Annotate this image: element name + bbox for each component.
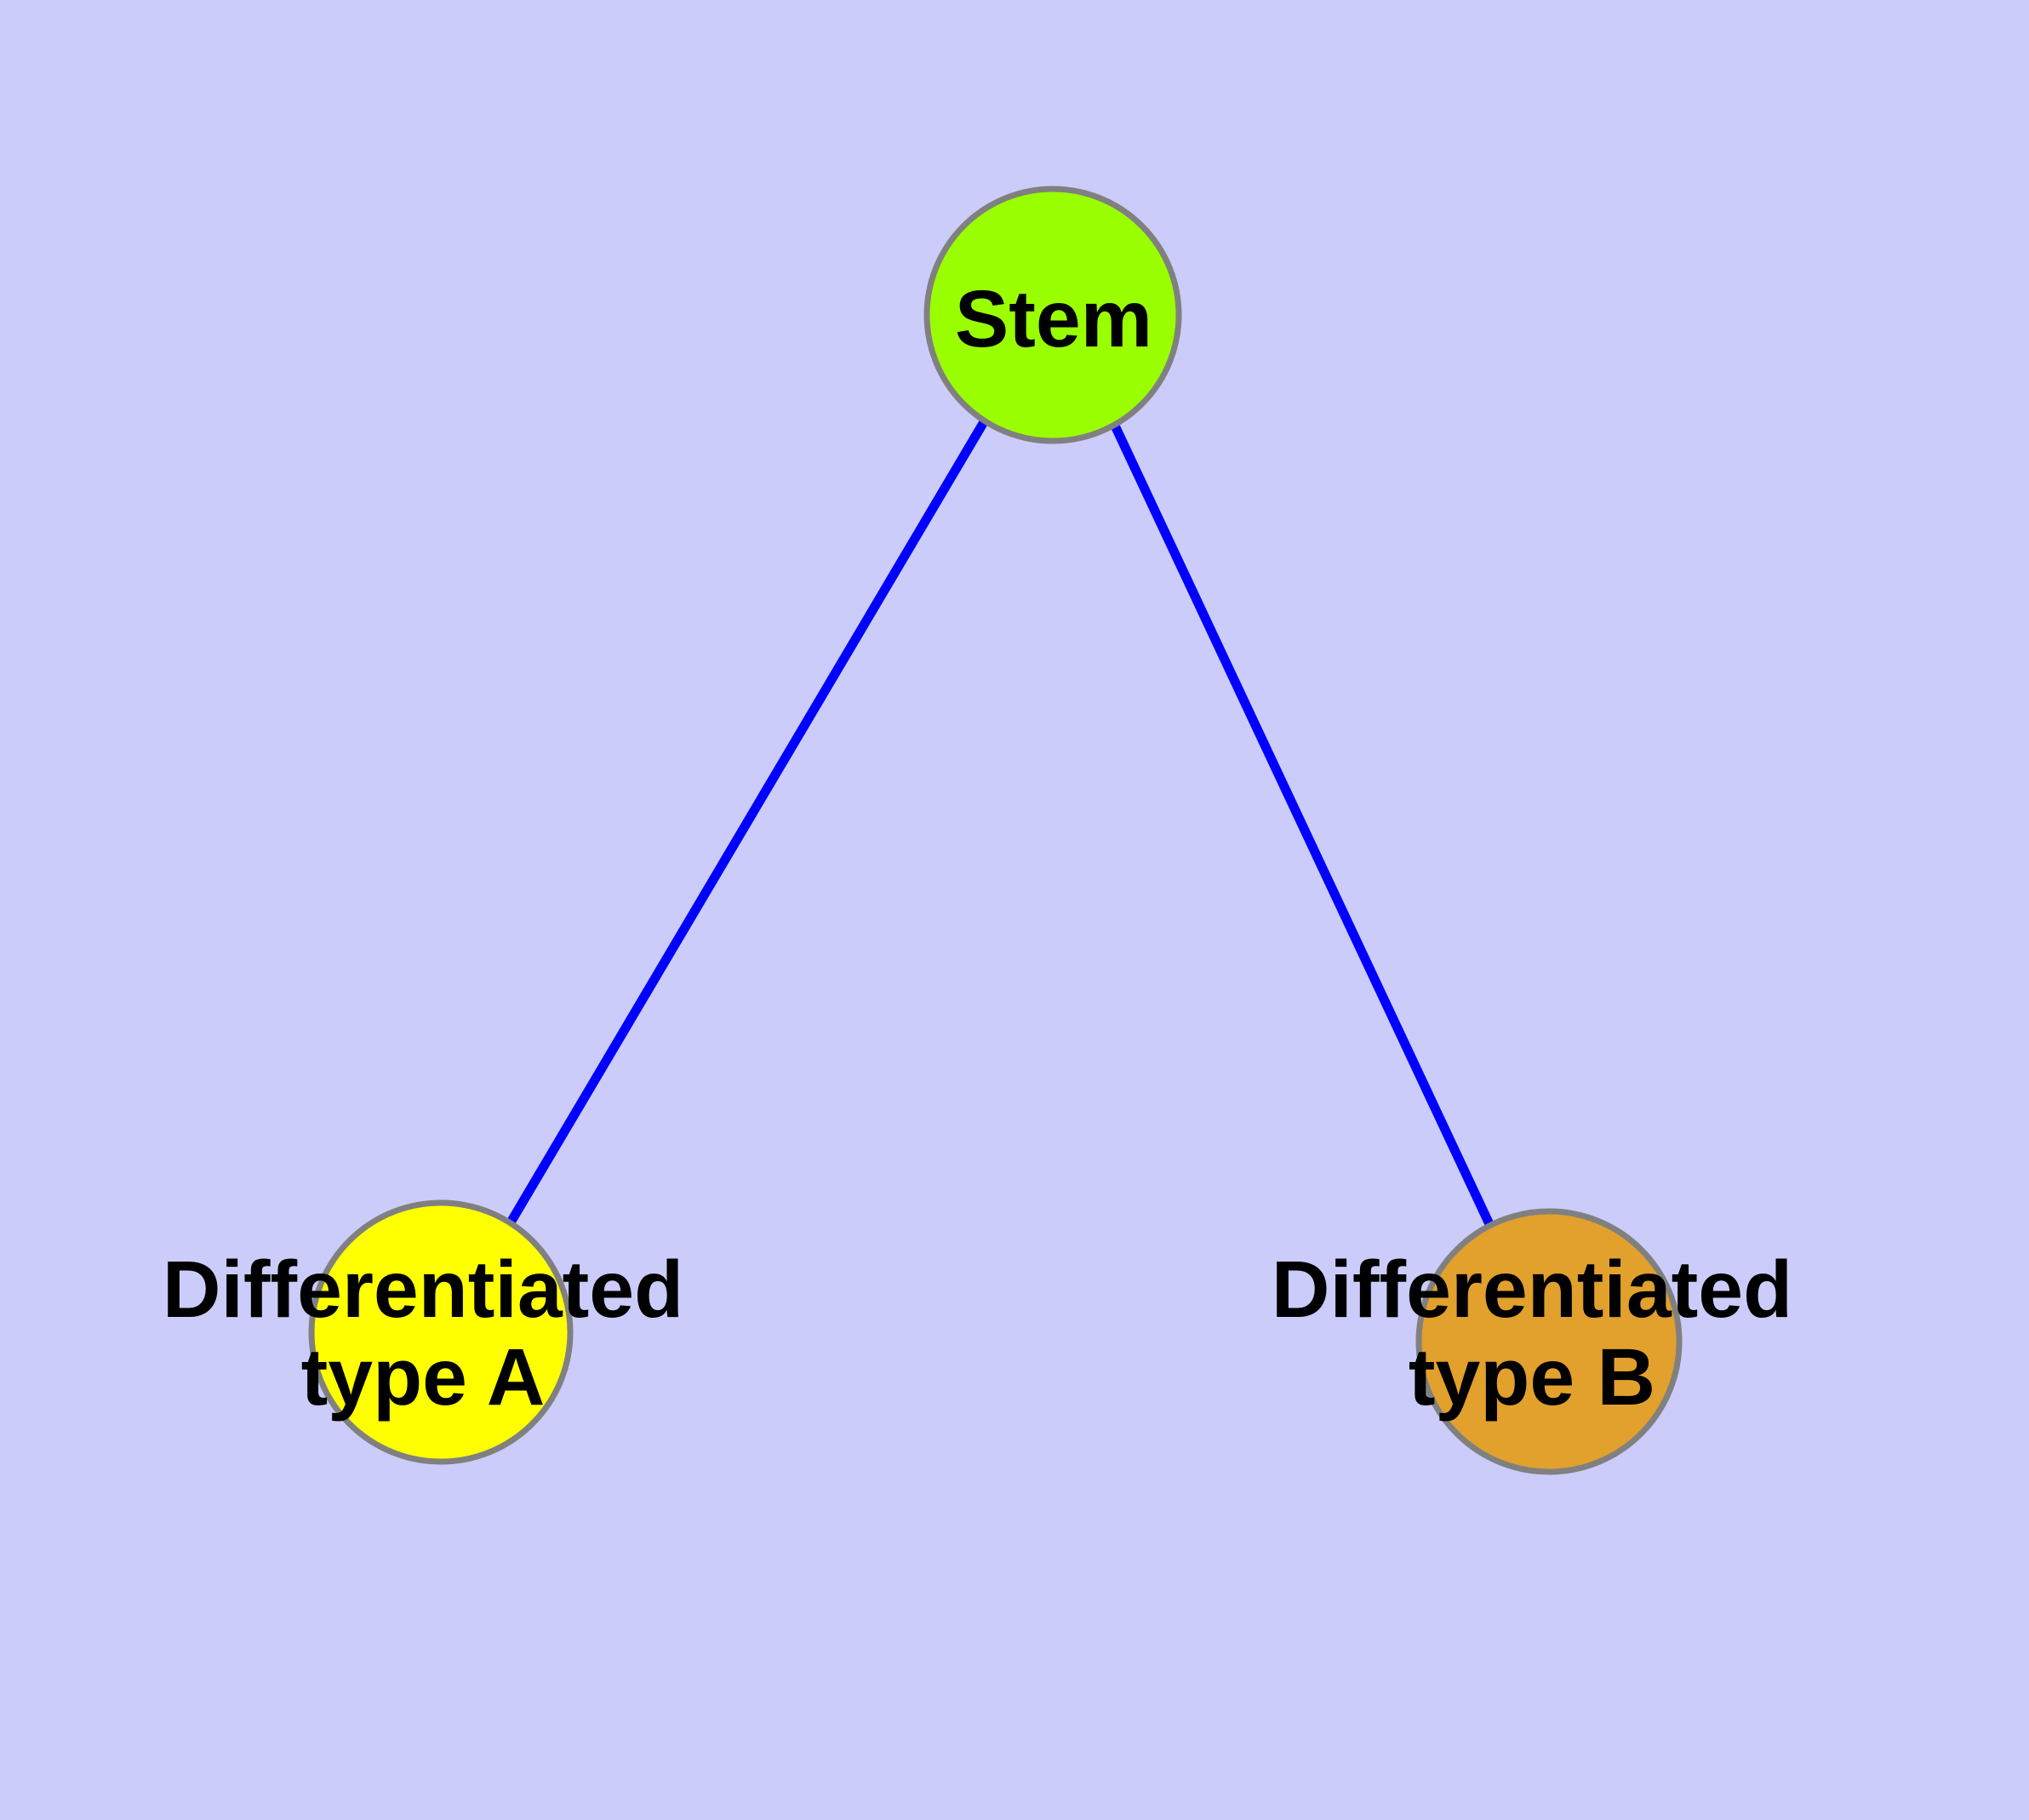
node-group: Stem Differentiated type A Differentiate… bbox=[163, 186, 1792, 1475]
node-diff-b-circle[interactable] bbox=[1415, 1208, 1683, 1475]
node-stem-label: Stem bbox=[955, 274, 1152, 364]
node-stem[interactable]: Stem bbox=[923, 186, 1182, 444]
node-diff-a-label-line2: type A bbox=[301, 1332, 546, 1422]
node-diff-a-label-line1: Differentiated bbox=[163, 1245, 683, 1335]
node-diff-a[interactable]: Differentiated type A bbox=[163, 1199, 683, 1465]
node-diff-b-label-line2: type B bbox=[1409, 1332, 1655, 1422]
node-stem-circle[interactable] bbox=[923, 186, 1182, 444]
node-diff-a-circle[interactable] bbox=[308, 1199, 574, 1465]
edge-stem-to-diff-b[interactable] bbox=[1111, 423, 1494, 1227]
edge-group bbox=[506, 418, 1494, 1227]
node-diff-b-label-line1: Differentiated bbox=[1272, 1245, 1792, 1335]
node-diff-b[interactable]: Differentiated type B bbox=[1272, 1208, 1792, 1475]
edge-stem-to-diff-a[interactable] bbox=[506, 418, 989, 1225]
